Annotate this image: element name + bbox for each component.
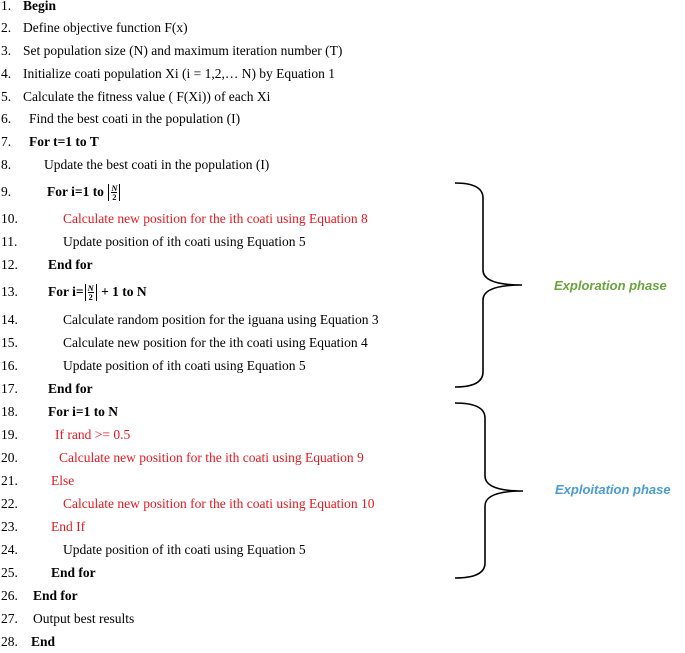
line-text: Update position of ith coati using Equat… xyxy=(63,234,306,249)
line-number: 15. xyxy=(1,335,18,350)
line-text: End for xyxy=(48,381,93,396)
exploitation-phase-label: Exploitation phase xyxy=(555,482,671,497)
line-number: 13. xyxy=(1,284,18,299)
line-number: 19. xyxy=(1,427,18,442)
line-number: 23. xyxy=(1,519,18,534)
line-text: Calculate new position for the ith coati… xyxy=(59,450,364,465)
line-text: End for xyxy=(51,565,96,580)
line-number: 6. xyxy=(1,111,12,126)
line-text: Initialize coati population Xi (i = 1,2,… xyxy=(23,66,336,81)
line-number: 12. xyxy=(1,257,18,272)
line-text: Calculate random position for the iguana… xyxy=(63,312,379,327)
line-text-part: For i= xyxy=(48,284,84,299)
line-text: Else xyxy=(51,473,75,488)
line-number: 16. xyxy=(1,358,18,373)
line-number: 27. xyxy=(1,611,18,626)
line-number: 9. xyxy=(1,184,12,199)
line-text: Calculate new position for the ith coati… xyxy=(63,335,368,350)
line-number: 2. xyxy=(1,20,12,35)
line-number: 4. xyxy=(1,66,12,81)
line-number: 3. xyxy=(1,43,12,58)
line-text: For t=1 to T xyxy=(29,134,99,149)
line-text: Update position of ith coati using Equat… xyxy=(63,542,306,557)
line-number: 11. xyxy=(1,234,18,249)
line-text: Output best results xyxy=(33,611,135,626)
fraction-denominator: 2 xyxy=(88,292,93,303)
line-number: 26. xyxy=(1,588,18,603)
line-text: Update position of ith coati using Equat… xyxy=(63,358,306,373)
line-number: 18. xyxy=(1,404,18,419)
line-number: 8. xyxy=(1,157,12,172)
line-text: If rand >= 0.5 xyxy=(55,427,131,442)
exploration-phase-label: Exploration phase xyxy=(554,278,667,293)
line-number: 28. xyxy=(1,634,18,649)
line-number: 5. xyxy=(1,89,12,104)
line-text-part: For i=1 to xyxy=(47,184,108,199)
line-number: 17. xyxy=(1,381,18,396)
line-text: For i=1 to N xyxy=(48,404,119,419)
fraction-numerator: N xyxy=(111,183,118,194)
line-number: 25. xyxy=(1,565,18,580)
line-text: End xyxy=(31,634,56,649)
line-text-part: + 1 to N xyxy=(97,284,147,299)
line-number: 1. xyxy=(1,0,12,13)
line-number: 22. xyxy=(1,496,18,511)
exploration-brace xyxy=(454,182,523,388)
line-number: 21. xyxy=(1,473,18,488)
line-number: 24. xyxy=(1,542,18,557)
line-text: Begin xyxy=(23,0,57,13)
fraction-denominator: 2 xyxy=(112,192,117,203)
line-text: Define objective function F(x) xyxy=(23,20,188,35)
line-number: 10. xyxy=(1,211,18,226)
line-number: 7. xyxy=(1,134,12,149)
line-number: 14. xyxy=(1,312,18,327)
line-text: Calculate new position for the ith coati… xyxy=(63,211,368,226)
line-text: End If xyxy=(51,519,86,534)
exploitation-brace xyxy=(454,402,524,579)
line-number: 20. xyxy=(1,450,18,465)
line-text: Calculate the fitness value ( F(Xi)) of … xyxy=(23,89,271,104)
line-text: End for xyxy=(48,257,93,272)
line-text: Calculate new position for the ith coati… xyxy=(63,496,375,511)
fraction-numerator: N xyxy=(87,283,94,294)
line-text: Update the best coati in the population … xyxy=(44,157,270,172)
line-text: Set population size (N) and maximum iter… xyxy=(23,43,343,58)
line-text: End for xyxy=(33,588,78,603)
line-text: Find the best coati in the population (I… xyxy=(29,111,241,126)
